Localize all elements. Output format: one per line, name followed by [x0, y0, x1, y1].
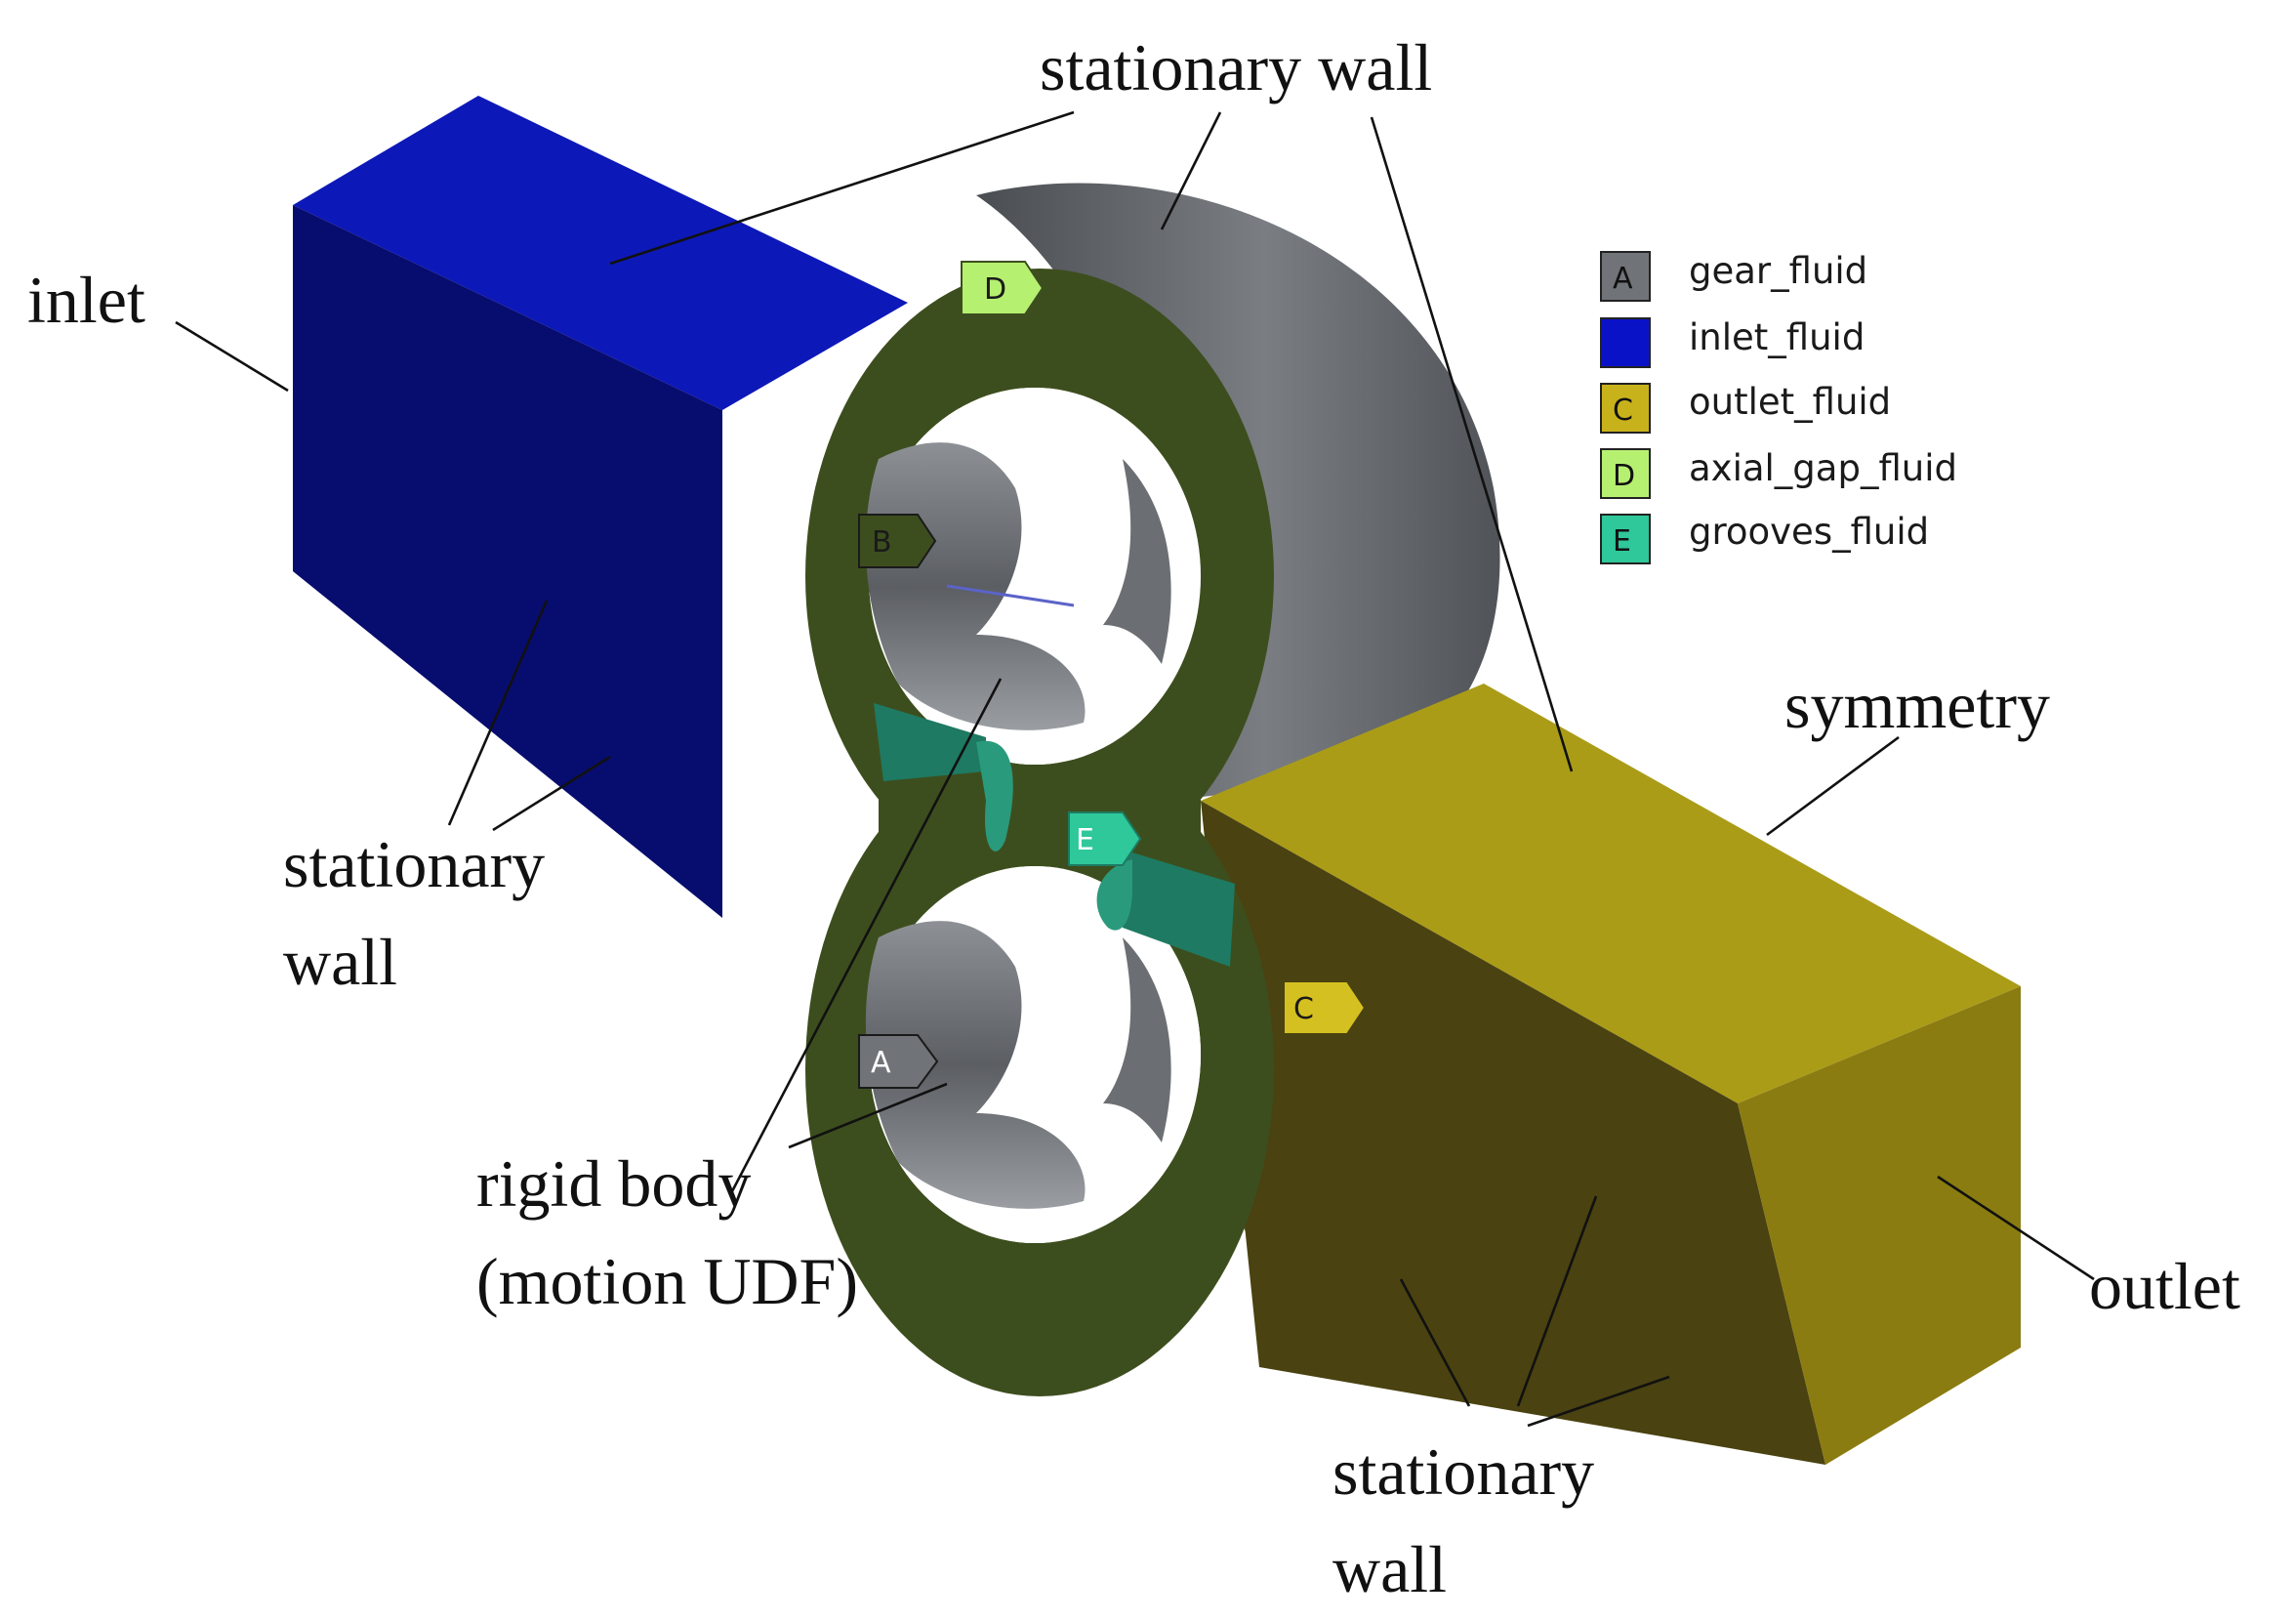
groove-right-lobe: [1096, 859, 1132, 931]
label-stationary-bottom-line1: stationary: [1332, 1434, 1594, 1509]
tag-e: E: [1068, 811, 1142, 866]
label-wall-left-line2: wall: [283, 925, 397, 999]
tag-b: B: [858, 514, 937, 568]
legend-label-grooves-fluid: grooves_fluid: [1689, 511, 1929, 553]
tag-c: C: [1283, 980, 1367, 1035]
legend-item-axial-gap-fluid: D axial_gap_fluid: [1600, 447, 1957, 499]
legend-key-d: D: [1613, 459, 1635, 493]
inlet-block-front-face: [293, 205, 722, 918]
tag-e-label: E: [1076, 823, 1094, 857]
legend-label-outlet-fluid: outlet_fluid: [1689, 381, 1891, 423]
tag-c-label: C: [1293, 992, 1314, 1026]
tag-a: A: [858, 1034, 939, 1089]
outlet-block-end-face: [1738, 986, 2021, 1465]
inlet-block-top-face: [293, 96, 908, 410]
label-outlet: outlet: [2089, 1249, 2240, 1323]
label-motion-udf: (motion UDF): [476, 1244, 858, 1318]
label-inlet: inlet: [27, 263, 145, 337]
zone-legend: A gear_fluid B inlet_fluid C outlet_flui…: [1600, 250, 1957, 564]
legend-key-e: E: [1613, 524, 1631, 559]
label-rigid-body: rigid body: [476, 1146, 751, 1221]
outlet-block-top-face: [1201, 684, 2021, 1103]
legend-label-axial-gap-fluid: axial_gap_fluid: [1689, 447, 1957, 489]
leader-lines: [175, 110, 2095, 1428]
legend-key-c: C: [1613, 394, 1633, 428]
axial-gap-plate: [805, 269, 1274, 1396]
legend-key-b: B: [1613, 328, 1633, 362]
tag-a-label: A: [871, 1046, 891, 1080]
legend-key-a: A: [1613, 262, 1633, 296]
groove-right: [1123, 850, 1235, 967]
legend-item-outlet-fluid: C outlet_fluid: [1600, 381, 1891, 434]
legend-label-gear-fluid: gear_fluid: [1689, 250, 1867, 292]
label-symmetry: symmetry: [1784, 668, 2050, 742]
label-stationary-left-line1: stationary: [283, 827, 545, 901]
tag-d-label: D: [984, 272, 1006, 307]
legend-item-gear-fluid: A gear_fluid: [1600, 250, 1867, 302]
legend-item-grooves-fluid: E grooves_fluid: [1600, 511, 1929, 564]
legend-label-inlet-fluid: inlet_fluid: [1689, 316, 1865, 358]
outlet-fluid-block: [1201, 684, 2021, 1465]
upper-gear-bore: [865, 388, 1201, 765]
legend-item-inlet-fluid: B inlet_fluid: [1600, 316, 1865, 368]
tag-b-label: B: [872, 525, 892, 560]
tag-d: D: [961, 261, 1045, 315]
label-wall-bottom-line2: wall: [1332, 1532, 1447, 1606]
outlet-block-front-face: [1201, 801, 1825, 1465]
inlet-fluid-block: [293, 96, 908, 918]
lower-gear-bore: [865, 866, 1201, 1243]
label-stationary-wall-top: stationary wall: [1040, 30, 1432, 104]
groove-left-lobe: [976, 740, 1013, 852]
